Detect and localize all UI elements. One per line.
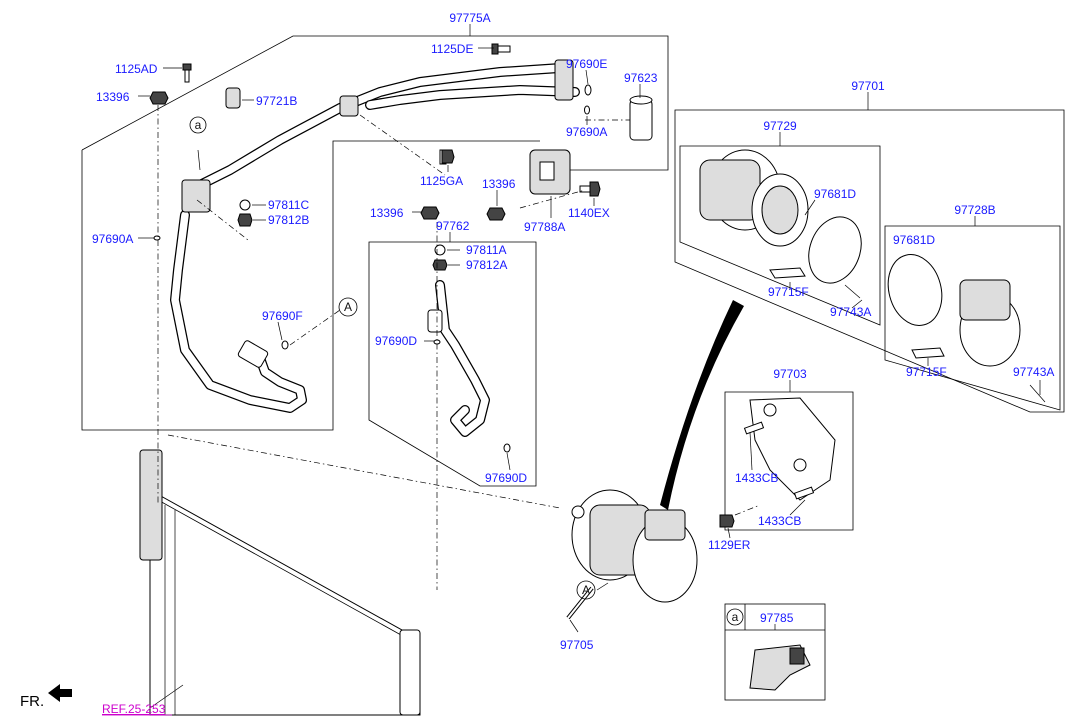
label-97690F: 97690F <box>262 309 303 323</box>
label-97811C: 97811C <box>268 198 309 212</box>
label-97743A-b: 97743A <box>1013 365 1054 379</box>
label-97721B: 97721B <box>256 94 297 108</box>
label-13396-left: 13396 <box>96 90 130 104</box>
label-97681D-b: 97681D <box>893 233 935 247</box>
label-97690A-top: 97690A <box>566 125 607 139</box>
condenser <box>139 449 421 716</box>
label-97811A: 97811A <box>466 243 506 257</box>
frame-97703 <box>724 391 854 531</box>
label-97812B: 97812B <box>268 213 309 227</box>
label-97762: 97762 <box>436 219 470 233</box>
frame-97701 <box>674 109 1065 413</box>
frame-97728B <box>884 225 1061 411</box>
label-1129ER: 1129ER <box>708 538 751 552</box>
hose-97762 <box>427 280 490 437</box>
frame-97762 <box>368 241 537 487</box>
label-97690E: 97690E <box>566 57 607 71</box>
front-indicator: FR. <box>20 684 72 710</box>
frame-97729 <box>679 145 881 326</box>
frame-97785 <box>724 603 826 701</box>
leader-lines <box>138 24 1041 709</box>
centerlines <box>157 105 761 590</box>
small-parts <box>149 43 653 453</box>
label-1125DE: 1125DE <box>431 42 473 56</box>
front-arrow-icon <box>48 684 72 702</box>
label-97775A: 97775A <box>449 11 490 25</box>
label-97690D-bot: 97690D <box>485 471 527 485</box>
part-97785 <box>749 644 811 691</box>
label-97705: 97705 <box>560 638 594 652</box>
label-97703: 97703 <box>773 367 807 381</box>
callout-A-bottom: A <box>576 580 596 600</box>
hose-97775A <box>170 59 580 413</box>
svg-text:FR.: FR. <box>20 693 44 710</box>
bracket-97703 <box>719 397 836 528</box>
frames <box>81 35 1065 701</box>
label-97623: 97623 <box>624 71 658 85</box>
label-97812A: 97812A <box>466 258 507 272</box>
label-13396-mid: 13396 <box>482 177 516 191</box>
svg-text:REF.25-253: REF.25-253 <box>102 702 166 716</box>
label-1433CB-b: 1433CB <box>758 514 801 528</box>
svg-text:a: a <box>195 118 202 132</box>
label-97690D-top: 97690D <box>375 334 417 348</box>
svg-text:a: a <box>732 610 739 624</box>
label-1140EX: 1140EX <box>568 206 610 220</box>
pointer-curve <box>660 300 744 510</box>
label-97728B: 97728B <box>954 203 995 217</box>
compressor-main <box>566 489 698 620</box>
part-labels: 97775A 1125DE 97690E 97623 97690A 1125AD… <box>92 11 1054 652</box>
callout-a-box: a <box>726 608 744 626</box>
reference-link[interactable]: REF.25-253 <box>102 702 172 716</box>
label-97785: 97785 <box>760 611 794 625</box>
label-97715F-a: 97715F <box>768 285 809 299</box>
compressor-exploded-97729 <box>699 149 862 299</box>
label-97788A: 97788A <box>524 220 565 234</box>
label-97729: 97729 <box>763 119 797 133</box>
label-97681D-a: 97681D <box>814 187 856 201</box>
svg-text:A: A <box>344 300 352 314</box>
callout-a-top: a <box>189 116 207 134</box>
frame-97775A-inner <box>81 140 540 431</box>
label-1125GA: 1125GA <box>420 174 463 188</box>
svg-text:A: A <box>582 583 590 597</box>
label-97701: 97701 <box>851 79 885 93</box>
callout-A-left: A <box>338 297 358 317</box>
frame-97775A <box>81 35 669 171</box>
label-97743A-a: 97743A <box>830 305 871 319</box>
label-1433CB-a: 1433CB <box>735 471 778 485</box>
label-1125AD: 1125AD <box>115 62 158 76</box>
label-97715F-b: 97715F <box>906 365 947 379</box>
label-97690A-left: 97690A <box>92 232 133 246</box>
label-13396-center: 13396 <box>370 206 404 220</box>
compressor-exploded-97728B <box>887 254 1046 403</box>
